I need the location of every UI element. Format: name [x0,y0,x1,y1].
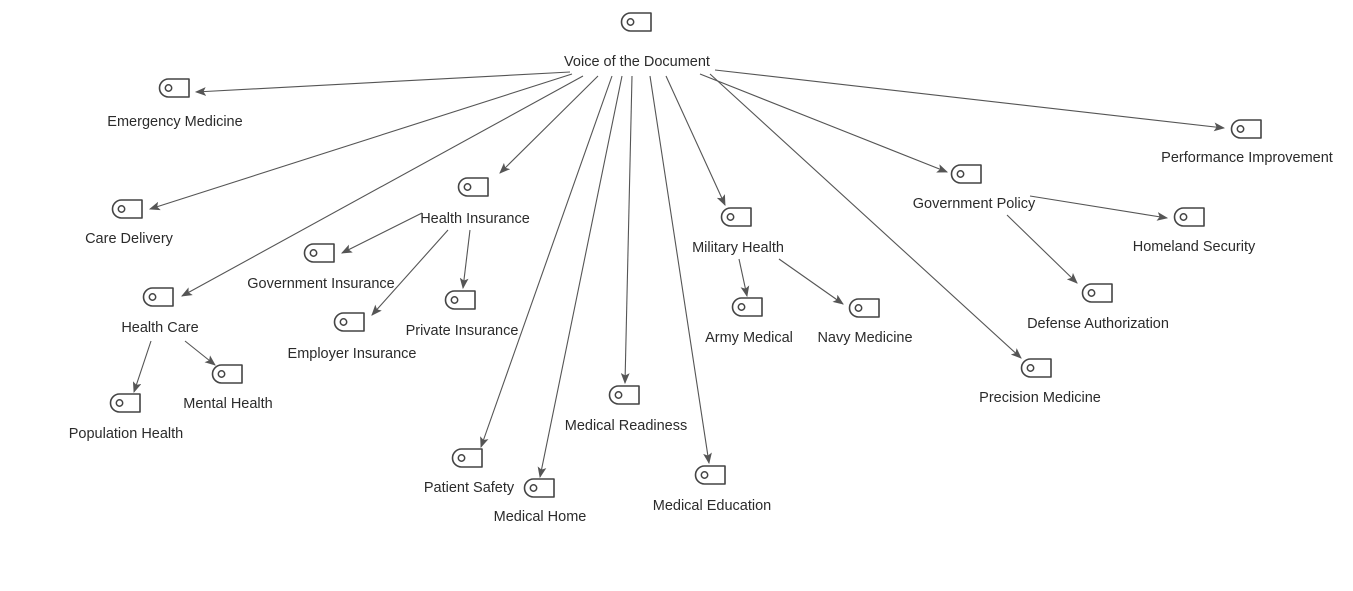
tag-node-icon[interactable] [111,198,145,220]
node-label-care_delivery: Care Delivery [85,231,173,247]
edge-voice-to-medical_ready [620,75,633,385]
tag-node-icon[interactable] [1081,282,1115,304]
node-label-army: Army Medical [705,330,793,346]
edge-voice-to-care_delivery [148,73,573,211]
edge-voice-to-gov_policy [699,73,949,173]
tag-node-icon[interactable] [694,464,728,486]
node-label-private_ins: Private Insurance [405,323,519,339]
node-label-medical_home: Medical Home [493,509,587,525]
edge-health_insurance-to-private_ins [459,229,471,290]
tag-node-icon[interactable] [444,289,478,311]
edge-voice-to-health_insurance [499,75,599,174]
node-label-health_insurance: Health Insurance [420,211,530,227]
edge-health_insurance-to-employer_ins [371,229,449,316]
node-label-medical_edu: Medical Education [652,498,772,514]
tag-node-icon[interactable] [142,286,176,308]
tag-node-icon[interactable] [848,297,882,319]
edge-voice-to-performance [714,69,1226,132]
tag-node-icon[interactable] [731,296,765,318]
tag-node-icon[interactable] [211,363,245,385]
node-label-emergency: Emergency Medicine [107,114,243,130]
edge-voice-to-patient_safety [480,75,613,449]
node-label-health_care: Health Care [121,320,199,336]
edge-voice-to-health_care [181,75,584,297]
node-label-patient_safety: Patient Safety [423,480,515,496]
node-label-precision: Precision Medicine [979,390,1101,406]
tag-node-icon[interactable] [620,11,654,33]
edge-health_care-to-population [132,340,152,394]
edge-gov_policy-to-defense_auth [1006,214,1078,284]
node-label-navy: Navy Medicine [817,330,913,346]
tag-node-icon[interactable] [720,206,754,228]
tag-node-icon[interactable] [451,447,485,469]
node-label-employer_ins: Employer Insurance [287,346,417,362]
tag-node-icon[interactable] [608,384,642,406]
tag-node-icon[interactable] [457,176,491,198]
tag-node-icon[interactable] [1173,206,1207,228]
node-label-performance: Performance Improvement [1161,150,1333,166]
edge-voice-to-military [665,75,726,207]
edge-military-to-navy [778,258,844,305]
edge-military-to-army [738,258,750,298]
tag-node-icon[interactable] [303,242,337,264]
node-label-military: Military Health [692,240,784,256]
node-label-medical_ready: Medical Readiness [564,418,688,434]
node-label-voice: Voice of the Document [564,54,710,70]
tag-node-icon[interactable] [333,311,367,333]
node-label-homeland: Homeland Security [1132,239,1256,255]
tag-node-icon[interactable] [950,163,984,185]
tag-node-icon[interactable] [109,392,143,414]
edges-group [132,69,1226,479]
tag-node-icon[interactable] [158,77,192,99]
node-label-mental: Mental Health [183,396,273,412]
node-label-gov_policy: Government Policy [912,196,1036,212]
edge-voice-to-medical_home [537,75,623,479]
edge-health_insurance-to-gov_insurance [341,212,423,254]
node-label-gov_insurance: Government Insurance [247,276,395,292]
edge-voice-to-emergency [194,71,571,96]
edge-voice-to-medical_edu [649,75,712,465]
tag-node-icon[interactable] [523,477,557,499]
edge-gov_policy-to-homeland [1029,195,1169,221]
edge-health_care-to-mental [184,340,216,366]
node-label-population: Population Health [68,426,184,442]
node-label-defense_auth: Defense Authorization [1027,316,1169,332]
tag-node-icon[interactable] [1020,357,1054,379]
tag-node-icon[interactable] [1230,118,1264,140]
